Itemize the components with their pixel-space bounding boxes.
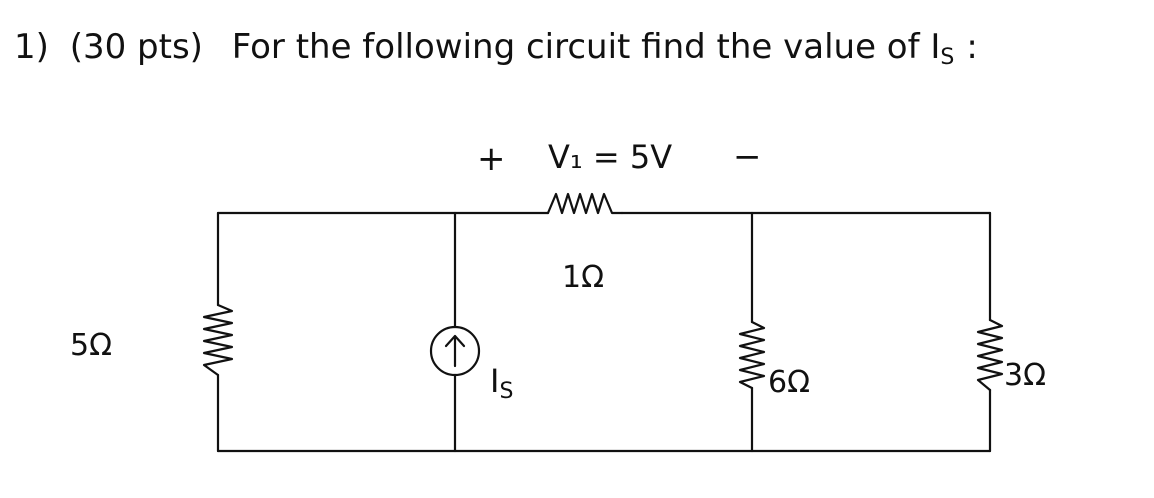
polarity-plus: + [477,139,506,179]
problem-points: (30 pts) [70,27,203,67]
resistor-5-ohm [202,303,234,377]
resistor-1-ohm-label: 1Ω [562,260,604,295]
resistor-6-ohm-label: 6Ω [768,365,810,400]
current-source [429,325,481,377]
voltage-label: V₁ = 5V [548,138,672,176]
problem-target-subscript: S [940,45,954,70]
current-source-arrow-icon [444,334,466,368]
resistor-6-ohm [738,320,766,390]
wires [216,211,992,453]
current-source-label: IS [490,362,513,404]
resistor-3-ohm-label: 3Ω [1004,358,1046,393]
problem-text: For the following circuit find the value… [232,27,941,67]
problem-number: 1) [14,27,49,67]
problem-statement: 1) (30 pts) For the following circuit fi… [14,27,978,70]
resistor-3-ohm [976,318,1004,392]
polarity-minus: − [733,137,762,177]
resistor-1-ohm [546,192,624,215]
problem-colon: : [966,27,977,67]
resistor-5-ohm-label: 5Ω [70,328,112,363]
